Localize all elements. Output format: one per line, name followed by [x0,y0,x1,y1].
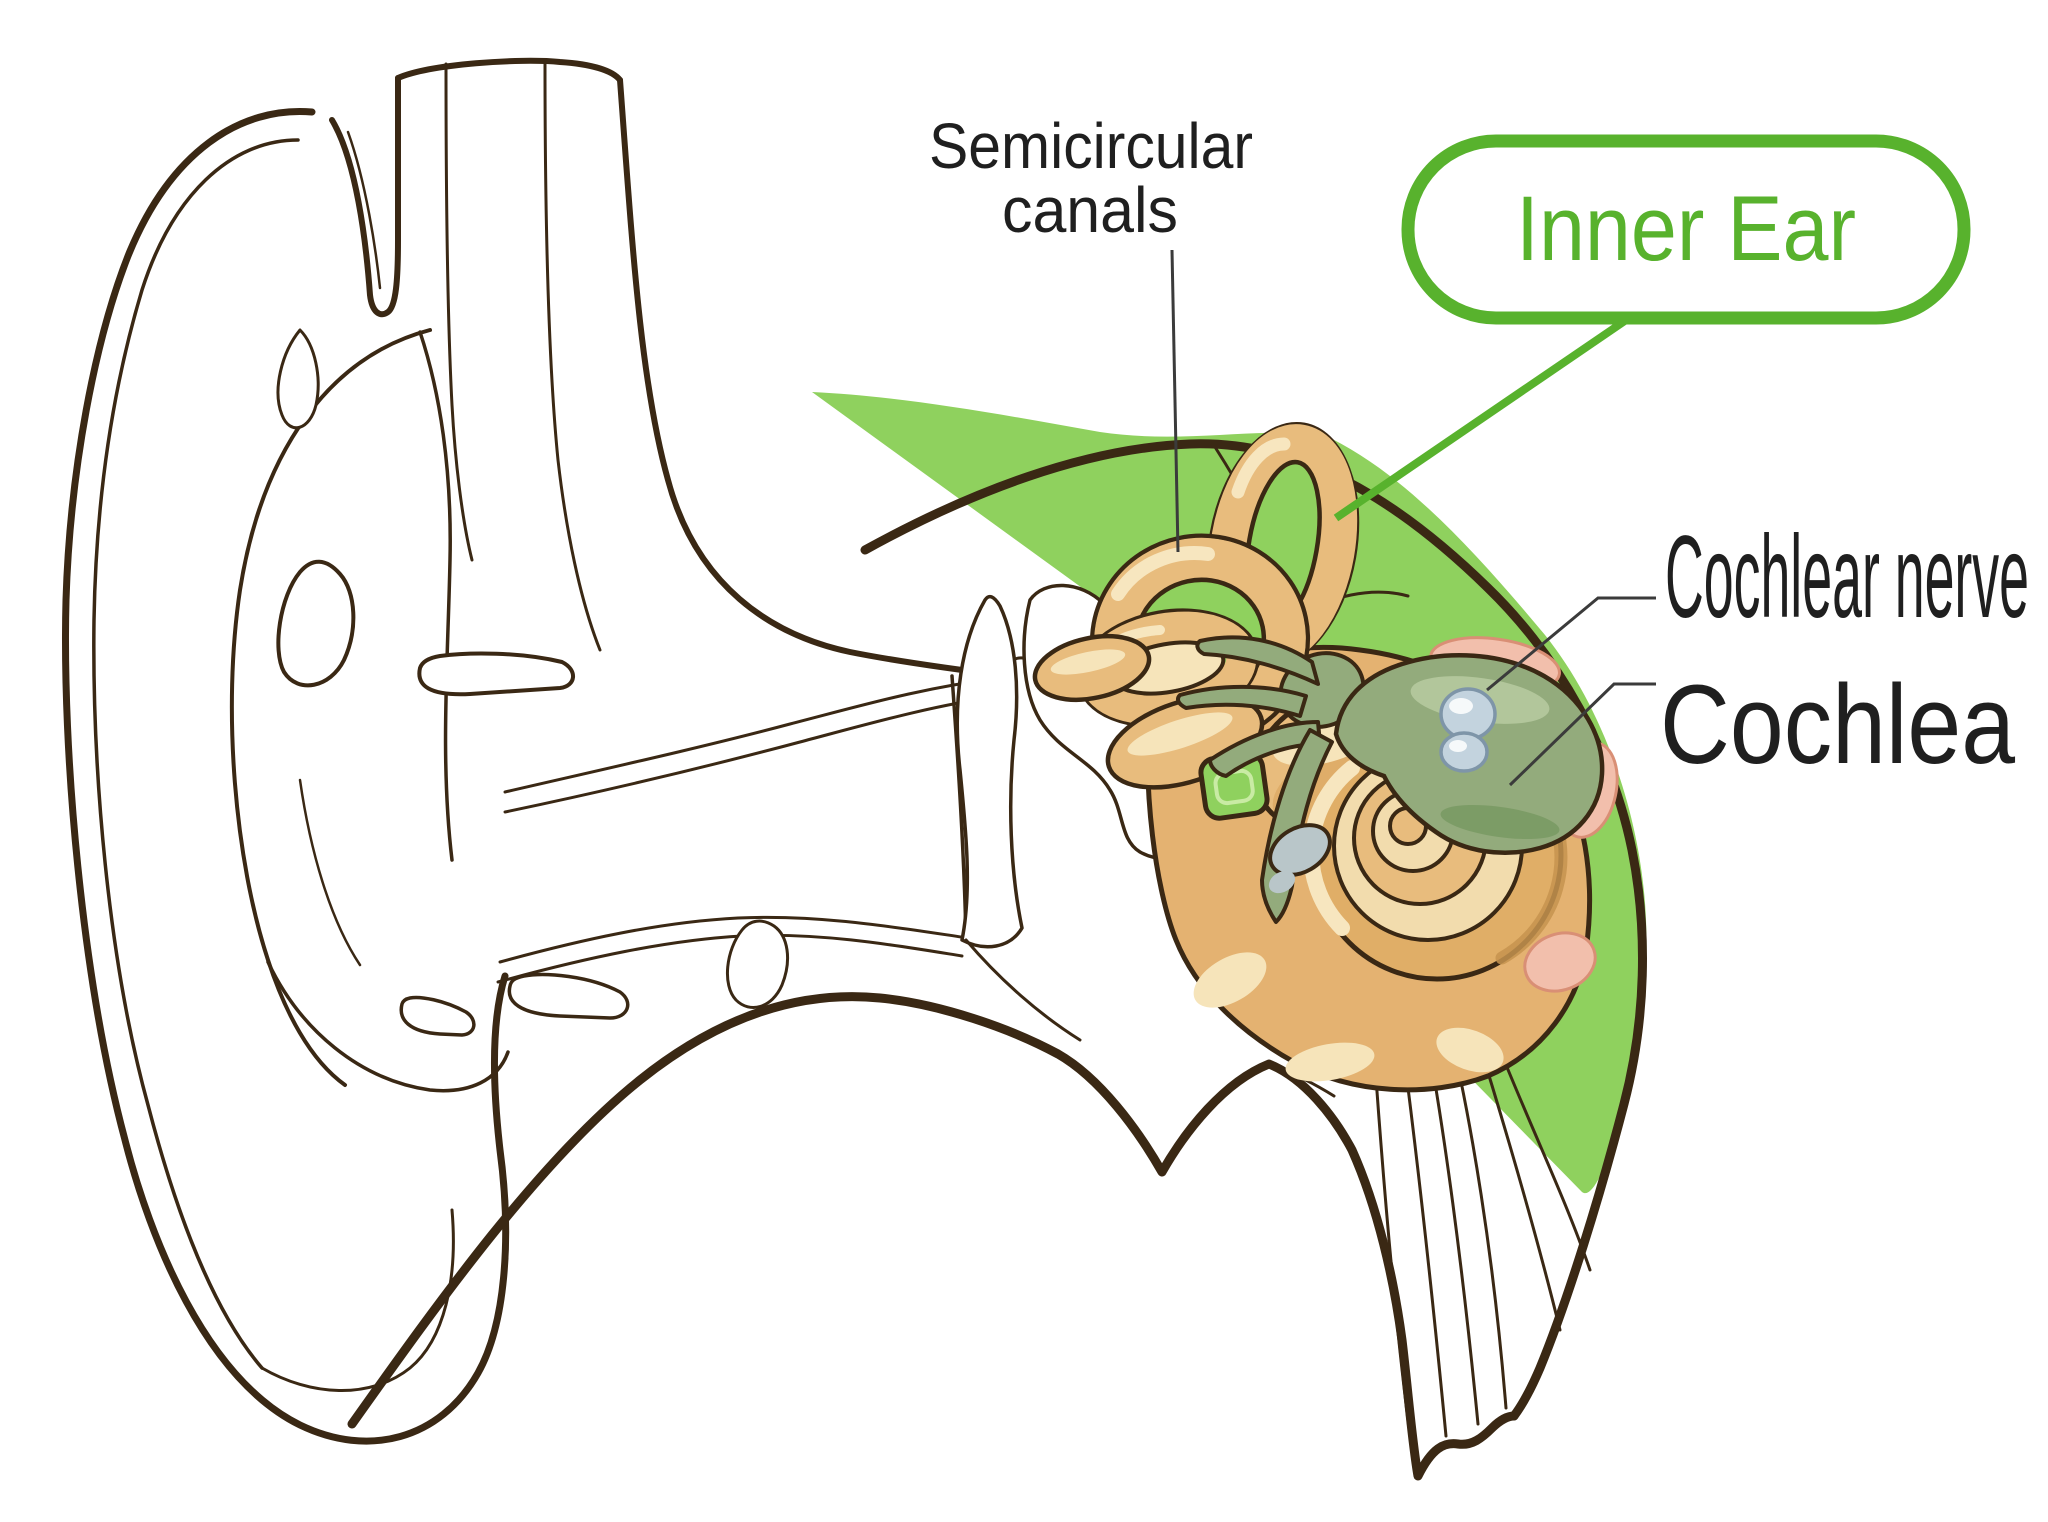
canal-upper-wall-a [503,676,1002,794]
tympanic-floor-line [964,938,1082,1042]
semicircular-canals-illustration [1032,421,1360,790]
leader-cochlea [1508,682,1656,787]
hump-branch-line [1276,1066,1336,1098]
pink-accent-bottom [1523,931,1597,993]
concha-teardrop [276,328,320,430]
antihelix-fold [229,328,432,1087]
nerve-finger-3 [1208,720,1322,778]
nerve-finger-1 [1195,635,1320,686]
crus-fold [418,330,454,862]
label-semicircular-line2: canals [1002,174,1178,246]
callout-capsule [1401,134,1971,325]
bone-cream-patch-2 [1285,1042,1375,1082]
labels: Semicircular canals Inner Ear Cochlear n… [929,110,2029,787]
superior-canal-highlight [1111,546,1215,601]
canal-upper-wall-b [503,694,1002,814]
canal-lower-wall-a [498,915,970,964]
helix-fold [92,138,300,1370]
intertragic-notch [329,75,401,318]
label-cochlear-nerve: Cochlear nerve [1665,511,2029,642]
temporal-lower-boundary [347,992,1519,1481]
leader-semicircular-canals [1170,249,1180,553]
stapes-highlight-lower [1449,740,1467,752]
round-window-tail [1268,870,1296,894]
utricle-highlight [1127,712,1233,756]
callout-pointer-line [1333,312,1635,522]
bone-cream-patch-1 [1193,952,1267,1008]
antihelix-inner-fold [298,778,362,967]
tower-top [395,57,623,83]
concha-bar [417,651,575,697]
lateral-ampulla-highlight [1050,649,1126,675]
label-semicircular-line1: Semicircular [929,110,1253,182]
pinna-outline [61,107,510,1445]
nerve-cap-shadow [1440,804,1560,840]
tower-inner-line-1 [444,62,474,562]
concha-curve [266,960,510,1093]
inner-ear-callout-bubble: Inner Ear [1333,134,1971,522]
stapes-highlight-upper [1449,698,1473,714]
nerve-finger-2 [1176,684,1308,718]
tower-right-edge [617,77,1011,679]
label-cochlea: Cochlea [1660,662,2016,787]
stapes-blob-lower [1439,731,1489,773]
stapes-illustration [1268,687,1497,894]
notch-inner-line [346,130,382,290]
label-inner-ear: Inner Ear [1516,178,1856,280]
leader-cochlear-nerve [1486,596,1656,692]
canal-teardrop [725,919,789,1009]
canal-floor-bar-2 [399,995,476,1037]
tower-inner-line-2 [543,60,602,652]
tragus-bar [276,559,356,688]
malleus-outline [955,594,1024,949]
posterior-canal-highlight [1231,437,1291,499]
canal-floor-bar-1 [507,972,630,1020]
lobe-fold [260,1208,455,1392]
bone-cream-patch-3 [1436,1027,1504,1073]
round-window-blob [1268,823,1332,877]
